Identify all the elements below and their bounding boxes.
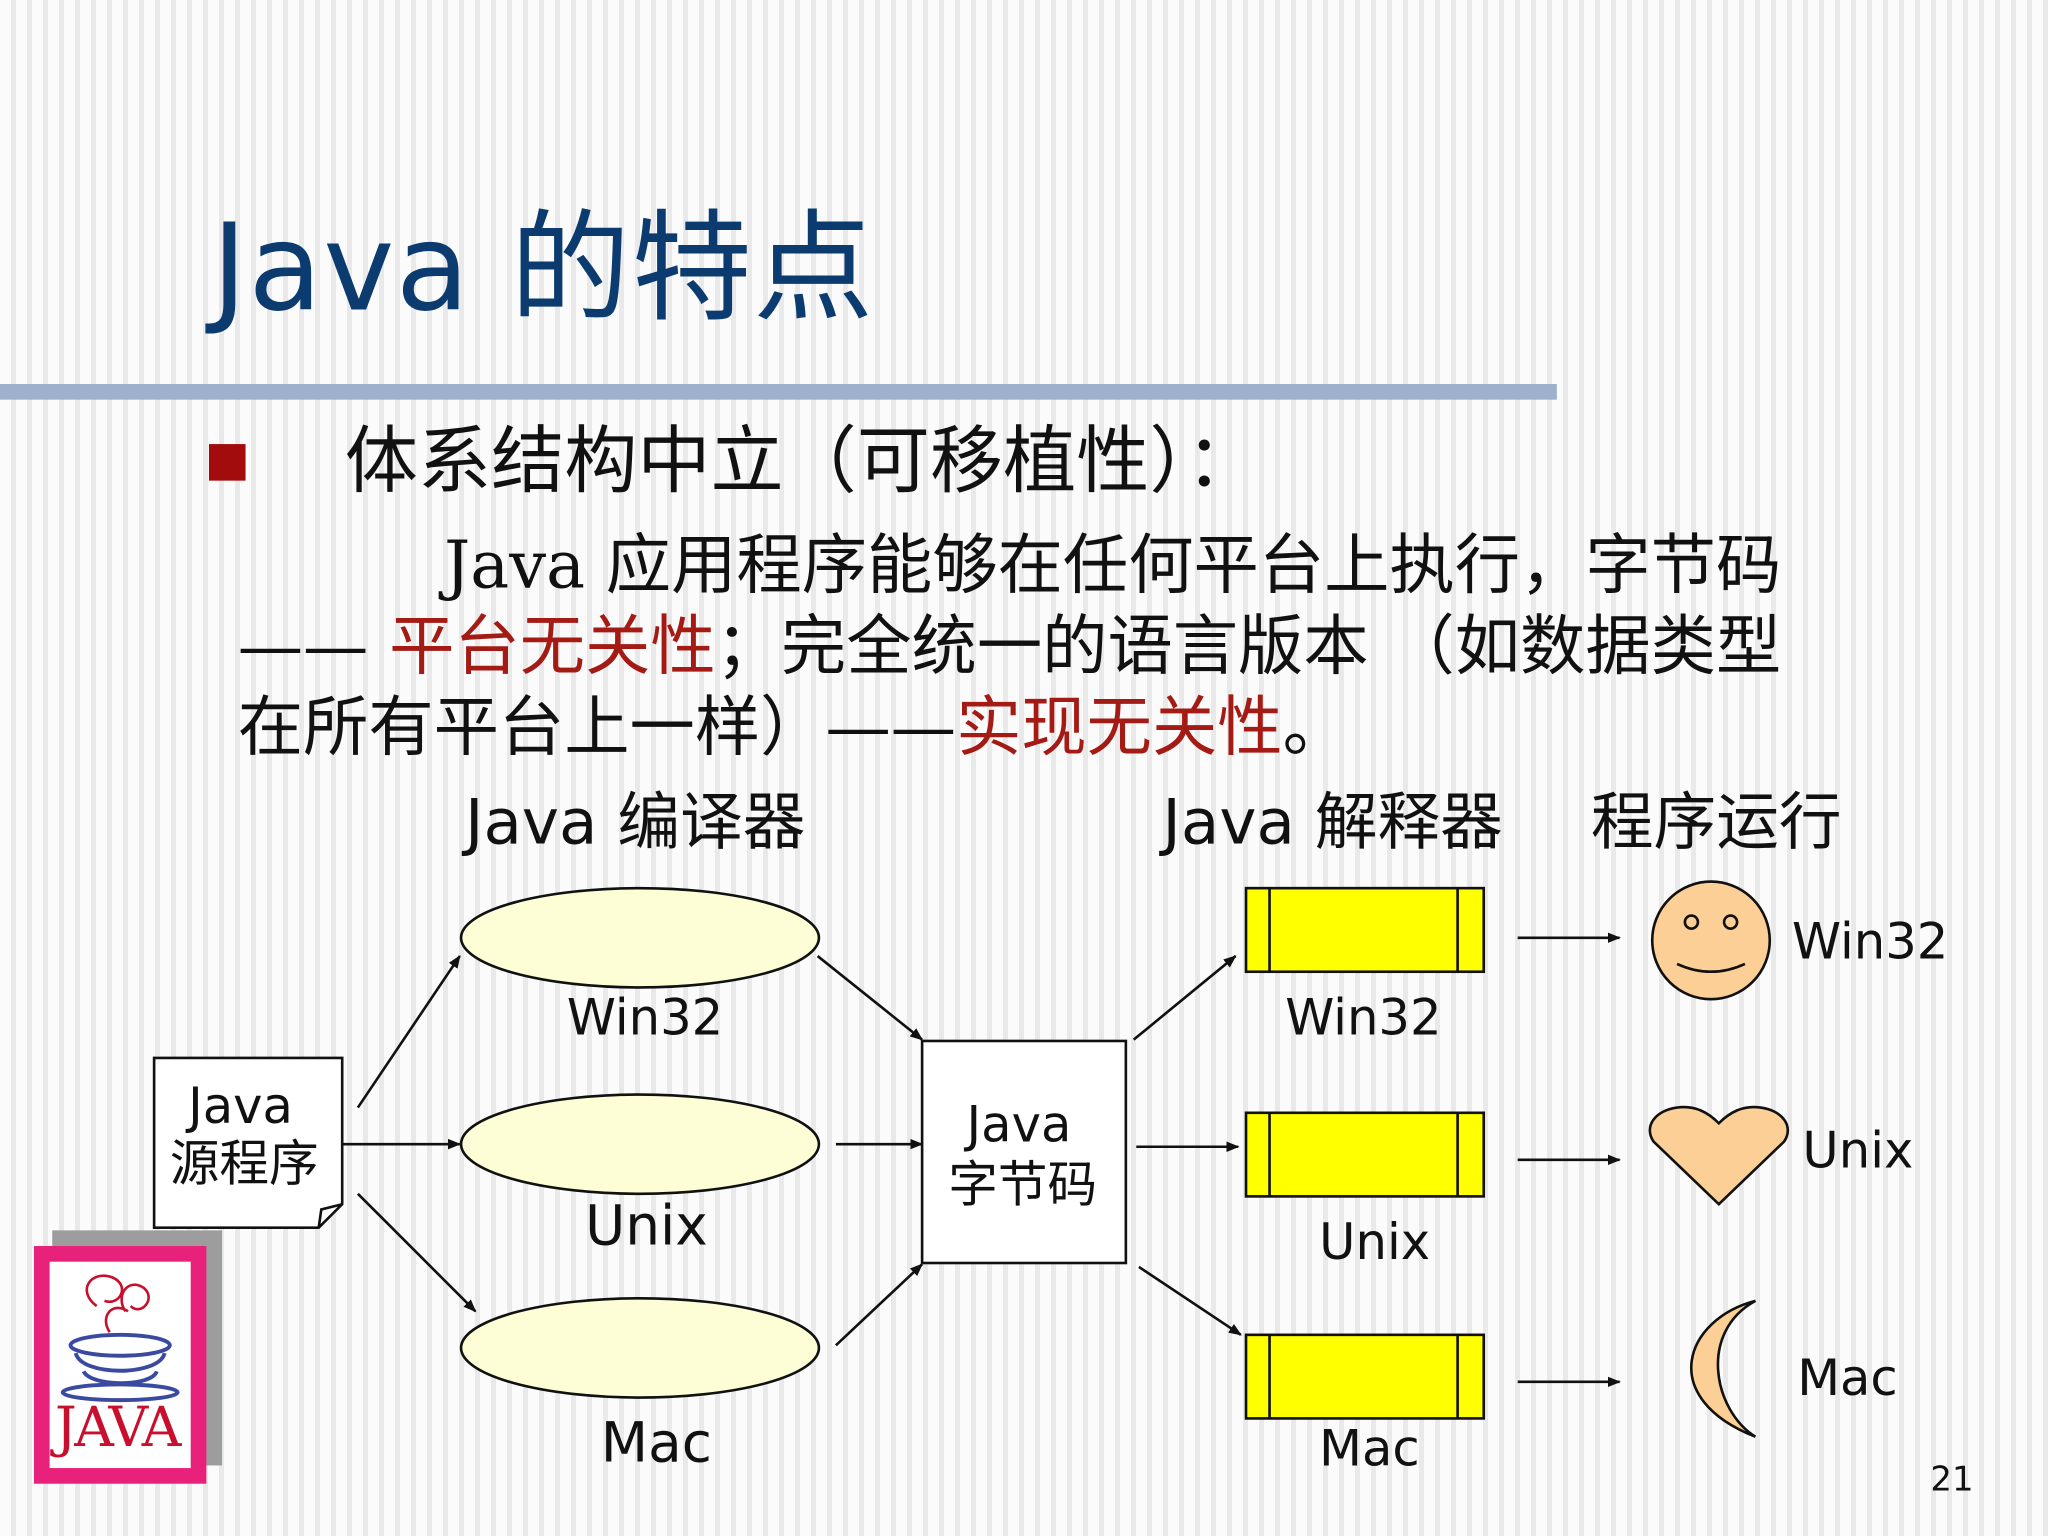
paragraph-line-3-start: 在所有平台上一样）——	[237, 689, 957, 766]
paragraph-line-2-rest: ；完全统一的语言版本 （如数据类型	[715, 608, 1782, 685]
arrow-bytecode-win32	[1132, 955, 1237, 1041]
compiler-platform-unix: Unix	[585, 1193, 708, 1258]
run-platform-unix: Unix	[1802, 1121, 1914, 1180]
arrow-bytecode-mac	[1138, 1265, 1242, 1336]
compiler-unix-ellipse	[459, 1093, 821, 1196]
title-rule	[0, 383, 1557, 400]
interpreter-win32-box	[1244, 886, 1486, 974]
heart-icon	[1648, 1105, 1790, 1207]
compiler-label: Java 编译器	[464, 786, 806, 860]
page-number: 21	[1930, 1460, 1974, 1500]
paragraph-line-3: 在所有平台上一样）——实现无关性。	[238, 695, 1348, 760]
paragraph-line-2-dash: ——	[237, 608, 390, 685]
implementation-independence-text: 实现无关性	[956, 689, 1283, 766]
java-logo-text: JAVA	[54, 1394, 182, 1459]
arrow-source-mac	[356, 1192, 477, 1313]
interpreter-platform-mac: Mac	[1319, 1419, 1420, 1478]
bytecode-box	[920, 1039, 1128, 1265]
source-box-line-1: Java	[188, 1077, 293, 1136]
source-box-fold	[317, 1202, 343, 1228]
arrow-mac-bytecode	[835, 1263, 924, 1347]
interpreter-mac-box	[1244, 1333, 1486, 1420]
interpreter-platform-win32: Win32	[1285, 988, 1442, 1047]
crescent-moon-icon	[1690, 1299, 1757, 1438]
compiler-platform-mac: Mac	[600, 1410, 712, 1475]
run-platform-win32: Win32	[1791, 912, 1949, 971]
paragraph-line-3-end: 。	[1282, 689, 1348, 766]
paragraph-line-2: —— 平台无关性；完全统一的语言版本 （如数据类型	[238, 614, 1782, 679]
arrow-win32-bytecode	[816, 955, 924, 1041]
paragraph-line-1: Java 应用程序能够在任何平台上执行，字节码	[444, 527, 1782, 604]
platform-independence-text: 平台无关性	[389, 608, 716, 685]
compiler-win32-ellipse	[459, 886, 821, 989]
bytecode-box-line-1: Java	[966, 1095, 1072, 1154]
run-label: 程序运行	[1590, 786, 1842, 860]
arrow-source-win32	[356, 954, 461, 1109]
run-platform-mac: Mac	[1797, 1349, 1898, 1407]
interpreter-label: Java 解释器	[1162, 786, 1503, 860]
bytecode-box-line-2: 字节码	[948, 1155, 1098, 1214]
interpreter-platform-unix: Unix	[1319, 1213, 1431, 1271]
smiley-face-icon	[1650, 880, 1772, 1001]
source-box-line-2: 源程序	[169, 1135, 319, 1193]
slide-title: Java 的特点	[211, 198, 875, 339]
bullet-heading: 体系结构中立（可移植性）：	[344, 419, 1260, 505]
compiler-platform-win32: Win32	[566, 988, 724, 1047]
bullet-square-icon	[208, 444, 246, 481]
source-box	[152, 1056, 344, 1230]
interpreter-unix-box	[1244, 1111, 1486, 1198]
compiler-mac-ellipse	[459, 1296, 821, 1399]
